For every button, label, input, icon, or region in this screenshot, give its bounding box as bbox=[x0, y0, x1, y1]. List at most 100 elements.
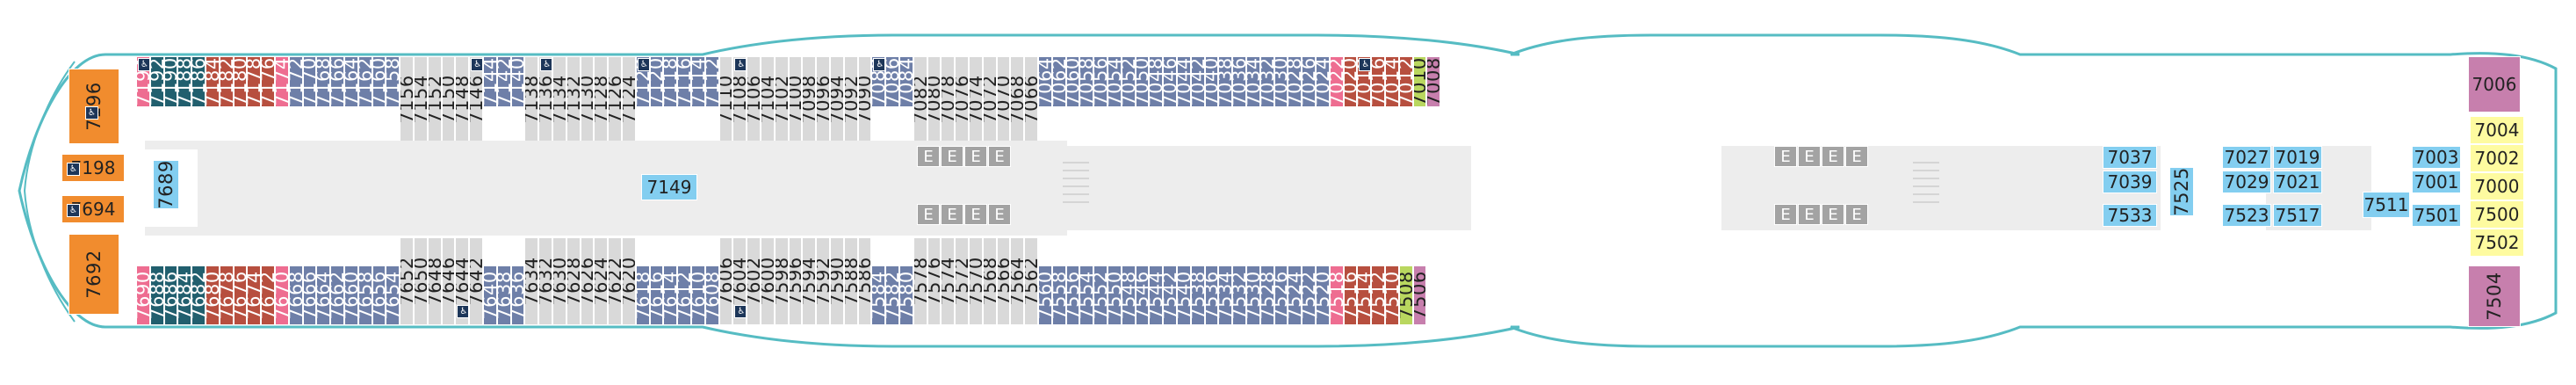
cabin-7130[interactable]: 7130 bbox=[580, 56, 595, 142]
cabin-7108[interactable]: 7108♿ bbox=[732, 56, 747, 142]
cabin-7638[interactable]: 7638 bbox=[496, 265, 511, 325]
cabin-7036[interactable]: 7036 bbox=[1232, 56, 1246, 107]
cabin-7694[interactable]: 7694♿ bbox=[61, 195, 125, 223]
cabin-7140[interactable]: 7140 bbox=[510, 56, 525, 107]
cabin-7511[interactable]: 7511 bbox=[2363, 192, 2410, 218]
cabin-7570[interactable]: 7570 bbox=[969, 237, 983, 325]
cabin-7532[interactable]: 7532 bbox=[1232, 265, 1246, 325]
cabin-7152[interactable]: 7152 bbox=[427, 56, 442, 142]
cabin-7180[interactable]: 7180 bbox=[233, 56, 248, 107]
cabin-7602[interactable]: 7602 bbox=[747, 237, 761, 325]
cabin-7128[interactable]: 7128 bbox=[594, 56, 609, 142]
cabin-7676[interactable]: 7676 bbox=[233, 265, 248, 325]
cabin-7630[interactable]: 7630 bbox=[552, 237, 566, 325]
cabin-7124[interactable]: 7124 bbox=[622, 56, 636, 142]
cabin-7014[interactable]: 7014 bbox=[1385, 56, 1399, 107]
cabin-7188[interactable]: 7188 bbox=[177, 56, 192, 107]
cabin-7690[interactable]: 7690 bbox=[136, 265, 150, 325]
cabin-7542[interactable]: 7542 bbox=[1163, 265, 1177, 325]
cabin-7012[interactable]: 7012 bbox=[1398, 56, 1413, 107]
cabin-7688[interactable]: 7688 bbox=[149, 265, 164, 325]
cabin-7054[interactable]: 7054 bbox=[1108, 56, 1122, 107]
cabin-7174[interactable]: 7174 bbox=[275, 56, 289, 107]
cabin-7082[interactable]: 7082 bbox=[913, 56, 927, 142]
cabin-7624[interactable]: 7624 bbox=[594, 237, 609, 325]
cabin-7086[interactable]: 7086 bbox=[885, 56, 899, 107]
cabin-7524[interactable]: 7524 bbox=[1288, 265, 1302, 325]
cabin-7032[interactable]: 7032 bbox=[1259, 56, 1274, 107]
cabin-7504[interactable]: 7504 bbox=[2468, 265, 2521, 327]
cabin-7642[interactable]: 7642 bbox=[469, 237, 483, 325]
cabin-7134[interactable]: 7134 bbox=[552, 56, 566, 142]
cabin-7156[interactable]: 7156 bbox=[400, 56, 414, 142]
cabin-7058[interactable]: 7058 bbox=[1079, 56, 1094, 107]
cabin-7666[interactable]: 7666 bbox=[302, 265, 317, 325]
cabin-7149[interactable]: 7149 bbox=[641, 174, 697, 200]
cabin-7612[interactable]: 7612 bbox=[677, 265, 691, 325]
cabin-7158[interactable]: 7158 bbox=[386, 56, 400, 107]
cabin-7098[interactable]: 7098 bbox=[802, 56, 817, 142]
cabin-7572[interactable]: 7572 bbox=[955, 237, 969, 325]
cabin-7516[interactable]: 7516 bbox=[1343, 265, 1358, 325]
cabin-7672[interactable]: 7672 bbox=[261, 265, 275, 325]
cabin-7501[interactable]: 7501 bbox=[2412, 204, 2461, 227]
cabin-7632[interactable]: 7632 bbox=[538, 237, 552, 325]
cabin-7162[interactable]: 7162 bbox=[357, 56, 372, 107]
cabin-7052[interactable]: 7052 bbox=[1121, 56, 1136, 107]
cabin-7640[interactable]: 7640 bbox=[483, 265, 497, 325]
cabin-7650[interactable]: 7650 bbox=[414, 237, 428, 325]
cabin-7594[interactable]: 7594 bbox=[802, 237, 817, 325]
cabin-7126[interactable]: 7126 bbox=[608, 56, 622, 142]
cabin-7198[interactable]: 7198♿ bbox=[61, 154, 125, 182]
cabin-7566[interactable]: 7566 bbox=[996, 237, 1011, 325]
cabin-7076[interactable]: 7076 bbox=[955, 56, 969, 142]
cabin-7534[interactable]: 7534 bbox=[1218, 265, 1233, 325]
cabin-7132[interactable]: 7132 bbox=[566, 56, 581, 142]
cabin-7030[interactable]: 7030 bbox=[1274, 56, 1288, 107]
cabin-7662[interactable]: 7662 bbox=[330, 265, 344, 325]
cabin-7648[interactable]: 7648 bbox=[427, 237, 442, 325]
cabin-7564[interactable]: 7564 bbox=[1010, 237, 1025, 325]
cabin-7000[interactable]: 7000 bbox=[2470, 172, 2524, 200]
cabin-7514[interactable]: 7514 bbox=[1357, 265, 1372, 325]
cabin-7508[interactable]: 7508 bbox=[1398, 265, 1413, 325]
cabin-7027[interactable]: 7027 bbox=[2222, 146, 2271, 169]
cabin-7540[interactable]: 7540 bbox=[1177, 265, 1191, 325]
cabin-7094[interactable]: 7094 bbox=[830, 56, 844, 142]
cabin-7670[interactable]: 7670 bbox=[275, 265, 289, 325]
cabin-7104[interactable]: 7104 bbox=[761, 56, 775, 142]
cabin-7039[interactable]: 7039 bbox=[2103, 171, 2157, 193]
cabin-7120[interactable]: 7120 bbox=[649, 56, 664, 107]
cabin-7686[interactable]: 7686 bbox=[163, 265, 178, 325]
cabin-7525[interactable]: 7525 bbox=[2169, 167, 2194, 216]
cabin-7552[interactable]: 7552 bbox=[1093, 265, 1108, 325]
cabin-7070[interactable]: 7070 bbox=[996, 56, 1011, 142]
cabin-7194[interactable]: 7194♿ bbox=[136, 56, 150, 107]
cabin-7168[interactable]: 7168 bbox=[316, 56, 331, 107]
cabin-7084[interactable]: 7084 bbox=[899, 56, 913, 107]
cabin-7636[interactable]: 7636 bbox=[510, 265, 525, 325]
cabin-7018[interactable]: 7018♿ bbox=[1357, 56, 1372, 107]
cabin-7062[interactable]: 7062 bbox=[1051, 56, 1066, 107]
cabin-7518[interactable]: 7518 bbox=[1329, 265, 1344, 325]
cabin-7512[interactable]: 7512♿ bbox=[1371, 265, 1385, 325]
cabin-7106[interactable]: 7106 bbox=[747, 56, 761, 142]
cabin-7654[interactable]: 7654 bbox=[386, 265, 400, 325]
cabin-7562[interactable]: 7562 bbox=[1024, 237, 1038, 325]
cabin-7172[interactable]: 7172 bbox=[288, 56, 303, 107]
cabin-7604[interactable]: 7604♿ bbox=[732, 237, 747, 325]
cabin-7680[interactable]: 7680 bbox=[206, 265, 220, 325]
cabin-7016[interactable]: 7016 bbox=[1371, 56, 1385, 107]
cabin-7556[interactable]: 7556 bbox=[1065, 265, 1080, 325]
cabin-7533[interactable]: 7533 bbox=[2103, 204, 2157, 227]
cabin-7600[interactable]: 7600 bbox=[761, 237, 775, 325]
cabin-7029[interactable]: 7029 bbox=[2222, 171, 2271, 193]
cabin-7682[interactable]: 7682 bbox=[191, 265, 206, 325]
cabin-7618[interactable]: 7618 bbox=[635, 265, 650, 325]
cabin-7190[interactable]: 7190 bbox=[163, 56, 178, 107]
cabin-7620[interactable]: 7620 bbox=[622, 237, 636, 325]
cabin-7050[interactable]: 7050 bbox=[1135, 56, 1150, 107]
cabin-7114[interactable]: 7114 bbox=[691, 56, 705, 107]
cabin-7574[interactable]: 7574 bbox=[941, 237, 956, 325]
cabin-7592[interactable]: 7592 bbox=[816, 237, 830, 325]
